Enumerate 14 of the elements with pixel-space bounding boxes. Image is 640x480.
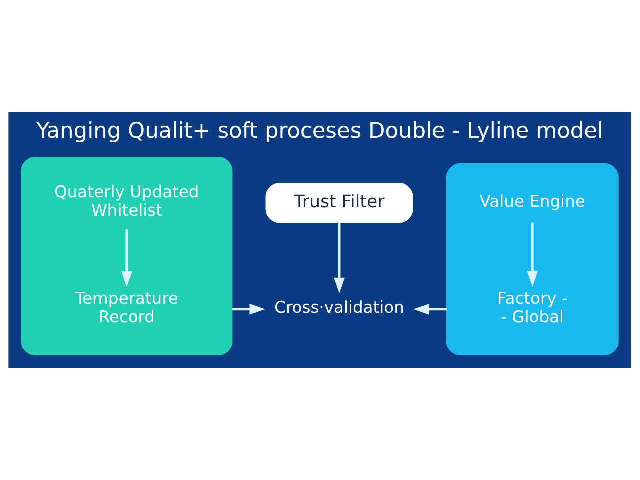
arrow	[527, 222, 538, 287]
arrow	[121, 229, 132, 287]
node-box: Trust Filter	[266, 183, 414, 224]
node-text: Factory - - Global	[497, 289, 568, 326]
node-text: Cross·validation	[274, 298, 404, 318]
cluster	[21, 157, 233, 356]
arrow	[232, 304, 266, 315]
node-text: Value Engine	[480, 192, 586, 211]
diagram-title: Yanging Qualit+ soft proceses Double - Lyline model	[36, 119, 604, 144]
node-text: Temperature Record	[75, 289, 178, 326]
cluster	[446, 164, 619, 356]
arrow	[414, 304, 447, 315]
node-text: Quaterly Updated Whitelist	[54, 182, 200, 220]
arrow	[334, 222, 345, 294]
